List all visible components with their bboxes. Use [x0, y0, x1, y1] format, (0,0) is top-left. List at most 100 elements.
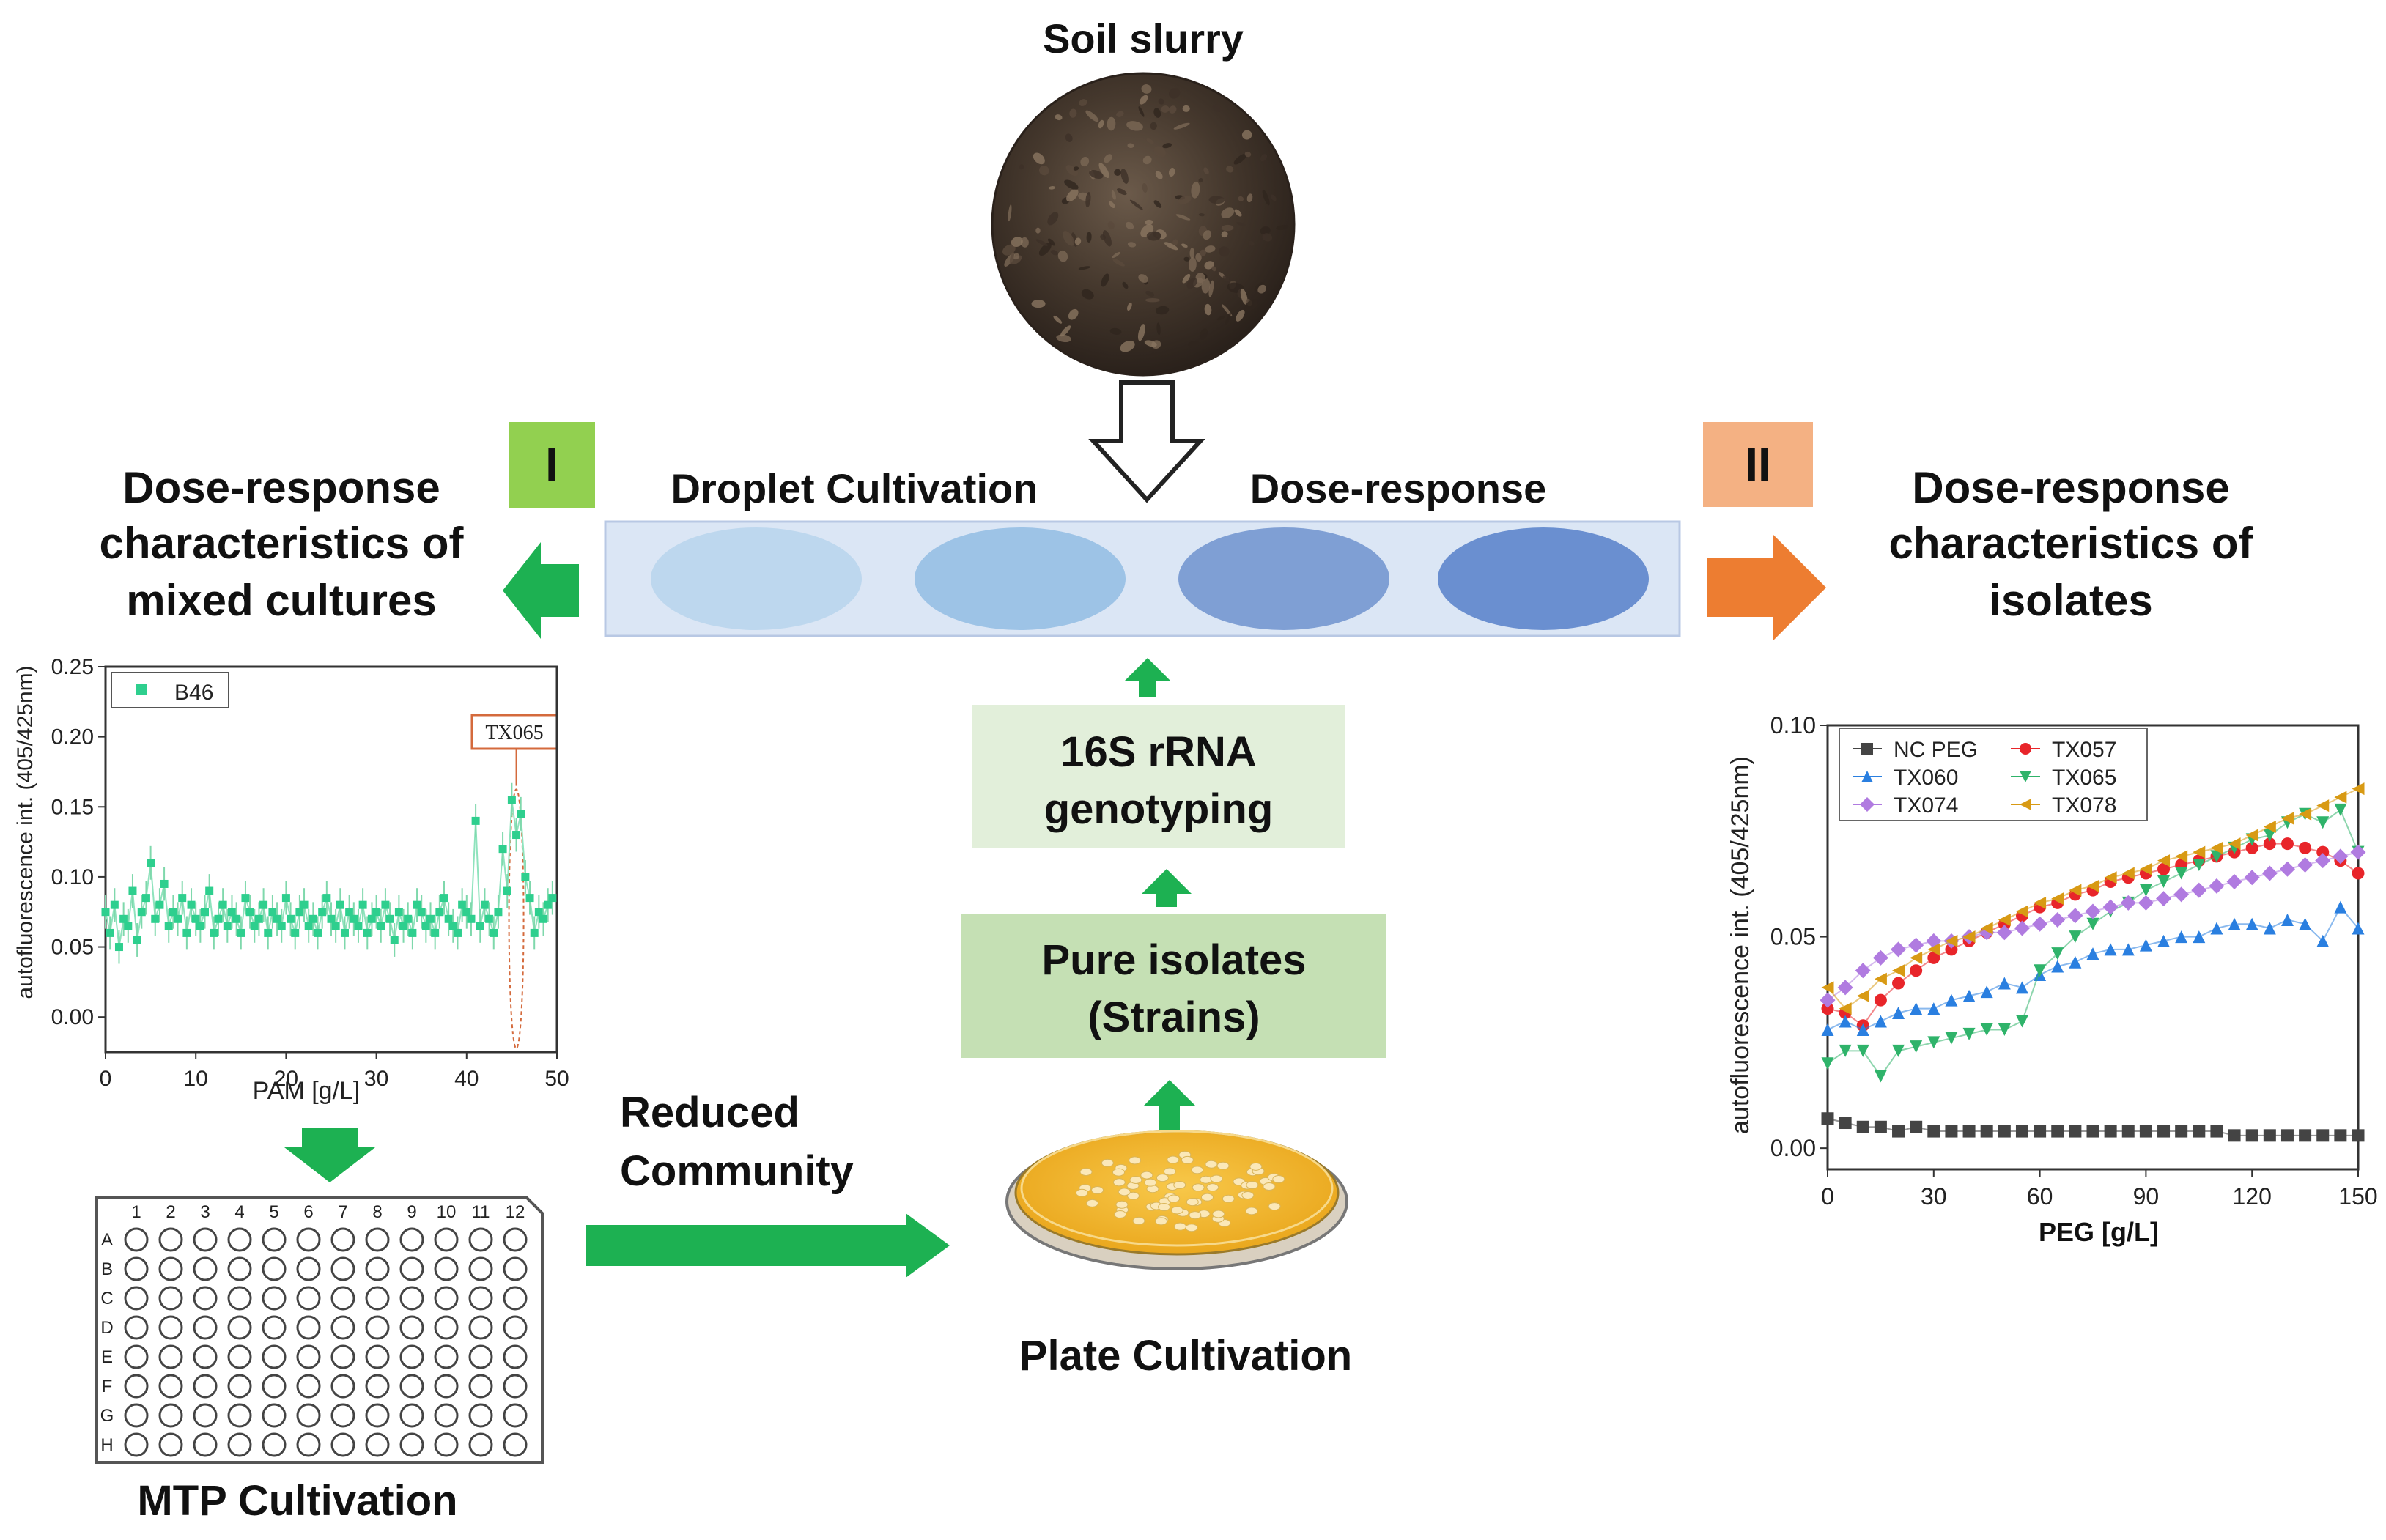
up-arrow-small-2-icon	[1142, 869, 1192, 907]
peg-legend-label: NC PEG	[1894, 738, 1978, 762]
peg-data-point	[2299, 917, 2312, 930]
pam-x-tick-label: 0	[100, 1067, 112, 1091]
pam-xlabel: PAM [g/L]	[253, 1077, 361, 1105]
svg-text:genotyping: genotyping	[1044, 785, 1274, 833]
down-arrow-small-icon	[284, 1128, 375, 1182]
peg-data-point	[2333, 848, 2349, 865]
reduced-label-2: Community	[620, 1147, 854, 1195]
mtp-well	[503, 1403, 528, 1428]
pam-data-point	[385, 914, 394, 923]
colony	[1212, 1210, 1225, 1218]
peg-data-point	[1856, 1023, 1869, 1037]
mtp-well	[503, 1315, 528, 1340]
peg-data-point	[1874, 1120, 1887, 1133]
droplet-4	[1438, 527, 1649, 630]
pam-data-point	[187, 900, 196, 909]
mtp-well	[399, 1315, 424, 1340]
mtp-well	[296, 1286, 321, 1311]
mtp-row-label: D	[100, 1318, 113, 1338]
pam-data-point	[534, 908, 543, 917]
mtp-well	[296, 1315, 321, 1340]
peg-data-point	[2334, 803, 2347, 816]
colony	[1186, 1198, 1199, 1207]
pam-y-tick-label: 0.25	[51, 655, 94, 679]
peg-data-point	[1872, 949, 1888, 966]
peg-data-point	[2263, 829, 2276, 842]
mtp-well	[330, 1432, 355, 1457]
right-arrow-icon	[1707, 535, 1826, 640]
peg-data-point	[1874, 1015, 1887, 1028]
mtp-well	[365, 1344, 390, 1369]
pam-data-point	[264, 928, 273, 937]
mtp-column-label: 1	[131, 1202, 141, 1222]
pam-ylabel: autofluorescence int. (405/425nm)	[13, 665, 37, 999]
peg-data-point	[2280, 812, 2294, 825]
peg-data-point	[2280, 837, 2294, 851]
mtp-well	[399, 1256, 424, 1281]
mtp-well	[365, 1432, 390, 1457]
peg-data-point	[1856, 989, 1869, 1002]
peg-data-point	[2034, 896, 2047, 909]
pam-data-point	[440, 894, 448, 903]
svg-text:Pure isolates: Pure isolates	[1041, 936, 1306, 984]
mtp-well	[158, 1432, 183, 1457]
pam-plot-frame	[104, 665, 558, 1054]
mtp-well	[434, 1374, 459, 1399]
mtp-well	[262, 1403, 287, 1428]
colony	[1181, 1155, 1194, 1164]
peg-data-point	[1998, 1023, 2011, 1037]
pure-isolates-box: Pure isolates (Strains)	[961, 914, 1386, 1058]
peg-data-point	[1980, 1125, 1993, 1138]
colony	[1129, 1175, 1142, 1184]
peg-data-point	[2104, 943, 2117, 956]
mtp-well	[158, 1256, 183, 1281]
colony	[1158, 1202, 1171, 1211]
mtp-well	[399, 1374, 424, 1399]
colony	[1170, 1206, 1183, 1215]
pam-data-point	[331, 922, 340, 930]
pam-data-point	[544, 900, 553, 909]
pam-data-point	[223, 922, 232, 930]
mtp-well	[227, 1286, 252, 1311]
petri-dish-image	[1005, 1130, 1348, 1270]
colony	[1263, 1182, 1276, 1191]
pam-data-point	[494, 908, 503, 917]
reduced-label-1: Reduced	[620, 1089, 799, 1136]
soil-title: Soil slurry	[1043, 15, 1244, 62]
colony	[1091, 1186, 1104, 1195]
peg-data-point	[2015, 1015, 2028, 1028]
mtp-well	[296, 1344, 321, 1369]
pam-data-point	[119, 914, 128, 923]
mtp-well	[158, 1286, 183, 1311]
colony	[1112, 1178, 1126, 1187]
pam-data-point	[336, 900, 344, 909]
colony	[1185, 1224, 1198, 1232]
mtp-well	[468, 1286, 493, 1311]
mtp-well	[227, 1374, 252, 1399]
mtp-well	[158, 1227, 183, 1252]
peg-data-point	[2175, 930, 2188, 944]
peg-data-point	[2210, 922, 2223, 935]
mtp-well	[365, 1315, 390, 1340]
pam-data-point	[309, 914, 317, 923]
pam-data-point	[151, 914, 160, 923]
mtp-well	[399, 1432, 424, 1457]
pam-legend: B46	[111, 672, 229, 708]
mtp-well	[434, 1344, 459, 1369]
genotyping-box: 16S rRNA genotyping	[972, 705, 1345, 848]
pam-data-point	[169, 908, 177, 917]
peg-data-point	[2245, 1129, 2258, 1142]
pam-data-point	[245, 908, 254, 917]
pam-data-point	[254, 914, 263, 923]
peg-data-point	[1998, 977, 2011, 990]
peg-legend-marker	[1861, 771, 1873, 782]
pam-data-point	[160, 879, 169, 888]
mtp-well	[124, 1227, 149, 1252]
peg-data-point	[1945, 993, 1958, 1007]
peg-data-point	[2210, 850, 2223, 863]
peg-data-point	[2175, 1125, 2188, 1138]
mtp-row-label: B	[101, 1259, 113, 1279]
peg-data-point	[2139, 939, 2152, 952]
pam-y-tick-label: 0.20	[51, 725, 94, 749]
pam-data-point	[408, 928, 417, 937]
